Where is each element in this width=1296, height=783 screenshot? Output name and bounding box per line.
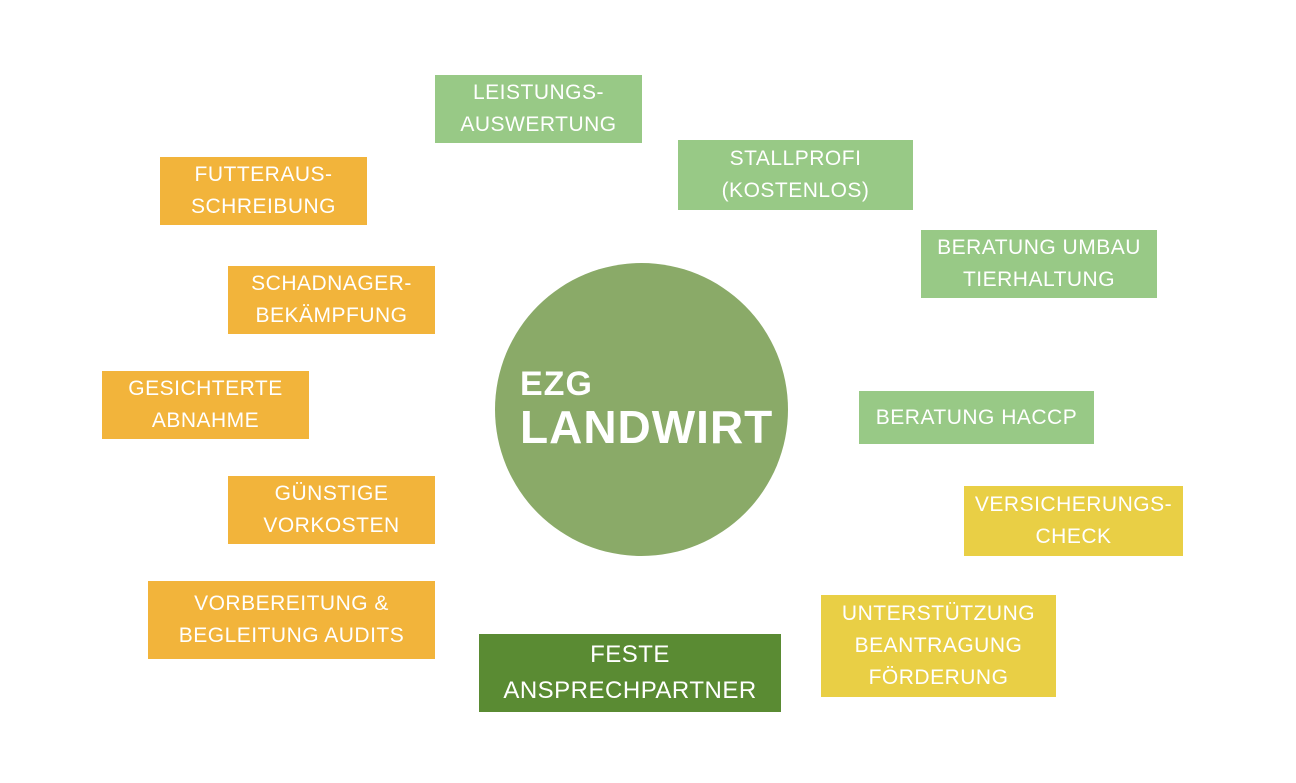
box-line: STALLPROFI (729, 147, 862, 170)
box-beratung-umbau: BERATUNG UMBAU TIERHALTUNG (921, 230, 1157, 298)
box-feste-ansprechpartner: FESTE ANSPRECHPARTNER (479, 634, 781, 712)
box-line: LEISTUNGS- (472, 81, 605, 104)
box-line: UNTERSTÜTZUNG (841, 602, 1036, 625)
box-line: AUSWERTUNG (460, 113, 617, 136)
box-line: FESTE (590, 641, 670, 668)
box-line: GÜNSTIGE (274, 482, 389, 505)
box-futterausschreibung: FUTTERAUS- SCHREIBUNG (160, 157, 367, 225)
box-line: VORKOSTEN (263, 514, 400, 537)
box-line: SCHADNAGER- (251, 272, 412, 295)
box-line: GESICHTERTE (128, 377, 283, 400)
box-stallprofi: STALLPROFI (KOSTENLOS) (678, 140, 913, 210)
box-line: BERATUNG HACCP (875, 405, 1078, 429)
box-versicherungscheck: VERSICHERUNGS- CHECK (964, 486, 1183, 556)
box-line: SCHREIBUNG (190, 195, 337, 218)
box-leistungsauswertung: LEISTUNGS- AUSWERTUNG (435, 75, 642, 143)
box-line: BEKÄMPFUNG (255, 304, 408, 327)
box-line: BEANTRAGUNG (854, 634, 1023, 657)
center-title: EZG LANDWIRT (520, 365, 773, 451)
box-gesichterte-abnahme: GESICHTERTE ABNAHME (102, 371, 309, 439)
center-circle (495, 263, 788, 556)
center-title-line2: LANDWIRT (520, 401, 774, 453)
box-unterstuetzung-foerderung: UNTERSTÜTZUNG BEANTRAGUNG FÖRDERUNG (821, 595, 1056, 697)
center-title-line1: EZG (520, 365, 593, 403)
box-line: TIERHALTUNG (962, 268, 1116, 291)
box-line: ANSPRECHPARTNER (503, 677, 757, 704)
box-line: ABNAHME (151, 409, 260, 432)
box-line: VORBEREITUNG & (194, 592, 389, 615)
box-line: (KOSTENLOS) (721, 179, 870, 202)
box-beratung-haccp: BERATUNG HACCP (859, 391, 1094, 444)
box-line: FÖRDERUNG (868, 666, 1009, 689)
box-schadnagerbekaempfung: SCHADNAGER- BEKÄMPFUNG (228, 266, 435, 334)
box-line: BEGLEITUNG AUDITS (178, 624, 405, 647)
box-line: BERATUNG UMBAU (937, 236, 1141, 259)
box-line: CHECK (1035, 525, 1112, 548)
box-line: VERSICHERUNGS- (974, 493, 1173, 516)
box-vorbereitung-audits: VORBEREITUNG & BEGLEITUNG AUDITS (148, 581, 435, 659)
box-line: FUTTERAUS- (194, 163, 333, 186)
box-guenstige-vorkosten: GÜNSTIGE VORKOSTEN (228, 476, 435, 544)
